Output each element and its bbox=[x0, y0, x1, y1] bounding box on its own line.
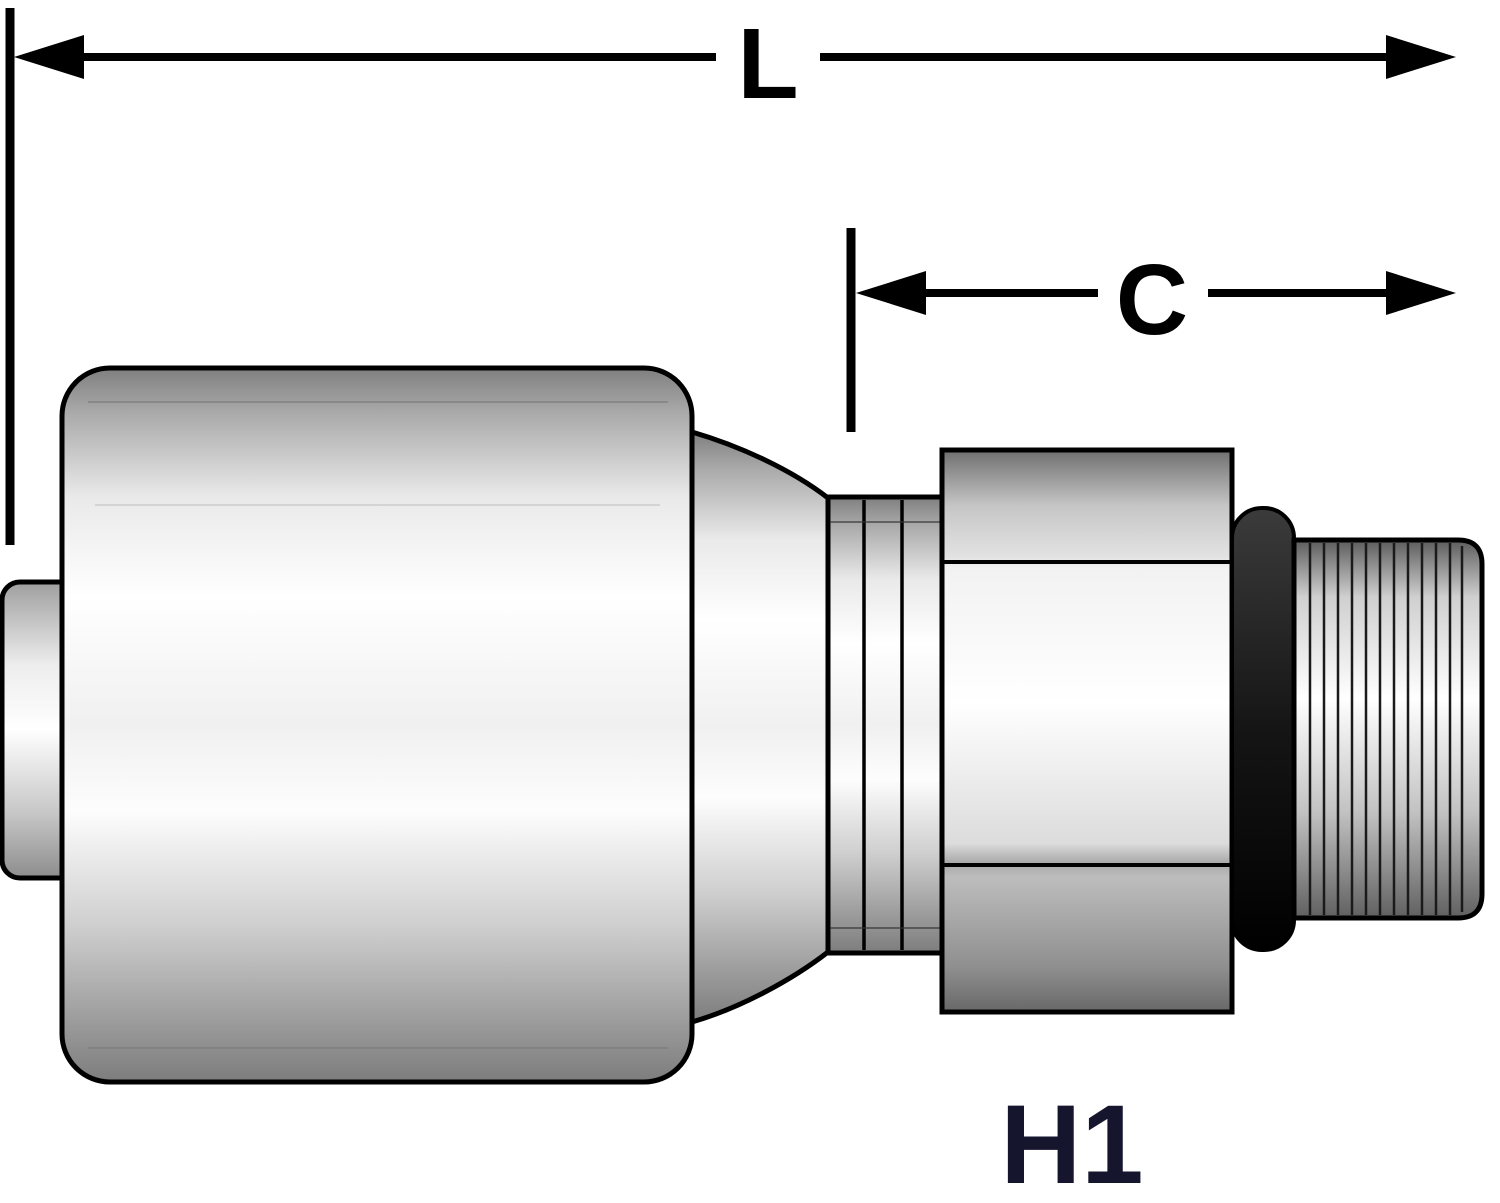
dimension-C-arrow-right bbox=[1386, 271, 1456, 315]
grooved-collar bbox=[825, 494, 945, 956]
hex-nut bbox=[939, 447, 1235, 1015]
dimension-C: C bbox=[846, 228, 1456, 432]
dimension-L-arrow-left bbox=[14, 35, 84, 79]
dimension-label-L: L bbox=[737, 8, 798, 120]
crimp-shell bbox=[59, 365, 695, 1085]
dimension-L: L bbox=[5, 8, 1456, 545]
transition-cone bbox=[689, 428, 831, 1026]
dimension-L-arrow-right bbox=[1386, 35, 1456, 79]
dimension-C-arrow-left bbox=[856, 271, 926, 315]
dimension-label-C: C bbox=[1116, 244, 1188, 356]
threaded-end bbox=[1291, 537, 1485, 921]
part-label: H1 bbox=[1000, 1082, 1143, 1203]
thread-lines bbox=[1308, 543, 1464, 915]
fitting-body bbox=[0, 365, 1485, 1085]
o-ring bbox=[1230, 506, 1296, 952]
